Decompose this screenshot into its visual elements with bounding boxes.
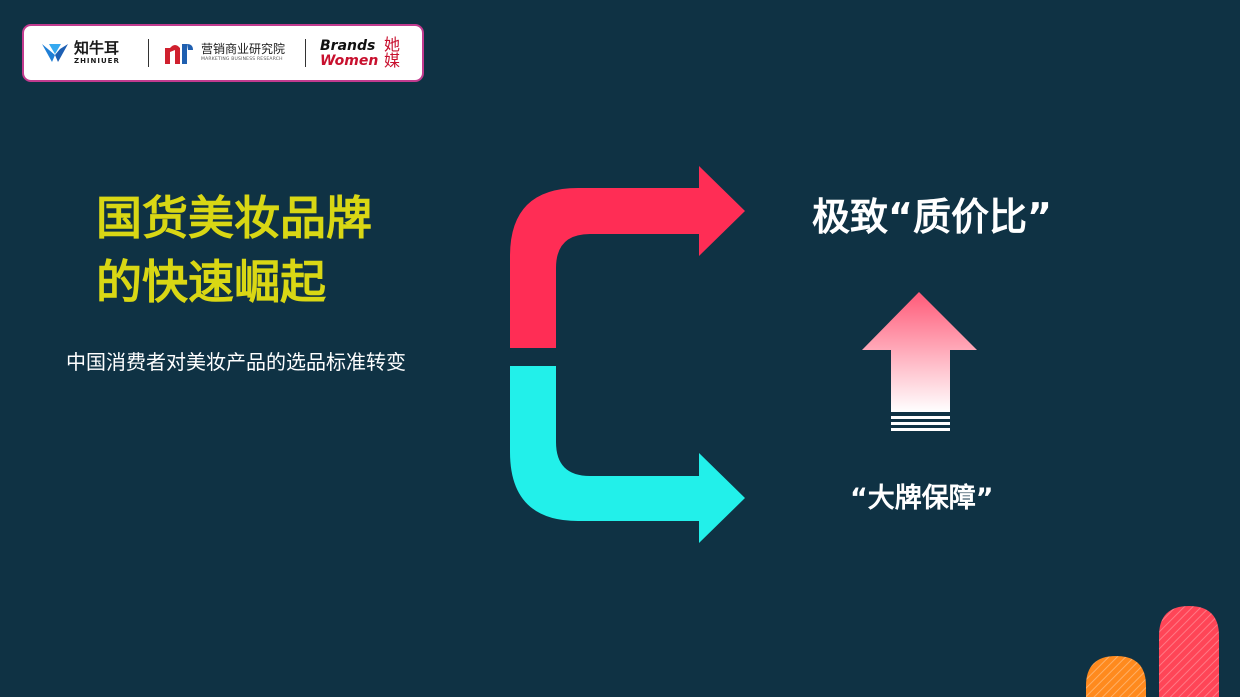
red-arrow	[510, 166, 745, 348]
brands-women-logo: Brands Women 她媒	[306, 26, 416, 80]
brands-en: Brands	[320, 37, 376, 54]
logo-bar: 知牛耳 ZHINIUER 营销商业研究院 MARKETING BUSINESS …	[22, 24, 424, 82]
zhiniuer-mark-icon	[42, 44, 68, 62]
zhiniuer-en: ZHINIUER	[74, 57, 120, 65]
subline: 中国消费者对美妆产品的选品标准转变	[66, 350, 406, 374]
zhiniuer-logo: 知牛耳 ZHINIUER	[24, 26, 148, 80]
zhiniuer-cn: 知牛耳	[74, 39, 120, 57]
research-en: MARKETING BUSINESS RESEARCH	[201, 57, 283, 63]
brands-cn: 她媒	[380, 36, 400, 68]
logo-divider	[305, 39, 306, 67]
logo-divider	[148, 39, 149, 67]
up-arrow-stripe	[891, 428, 950, 431]
up-arrow	[862, 292, 977, 412]
women-en: Women	[320, 52, 379, 69]
research-mark-icon	[165, 44, 193, 64]
decor-orange-bar	[1086, 656, 1146, 697]
label-big-brand-guarantee: “大牌保障”	[850, 483, 994, 514]
up-arrow-stripe	[891, 422, 950, 425]
research-logo: 营销商业研究院 MARKETING BUSINESS RESEARCH	[149, 26, 305, 80]
headline-line-2: 的快速崛起	[96, 255, 326, 309]
headline-line-1: 国货美妆品牌	[96, 191, 372, 245]
up-arrow-stripe	[891, 416, 950, 419]
research-cn: 营销商业研究院	[201, 42, 286, 57]
headline: 国货美妆品牌 的快速崛起	[96, 186, 372, 314]
decor-red-bar	[1159, 606, 1219, 697]
cyan-arrow	[510, 366, 745, 543]
label-value-for-money: 极致“质价比”	[812, 195, 1052, 239]
